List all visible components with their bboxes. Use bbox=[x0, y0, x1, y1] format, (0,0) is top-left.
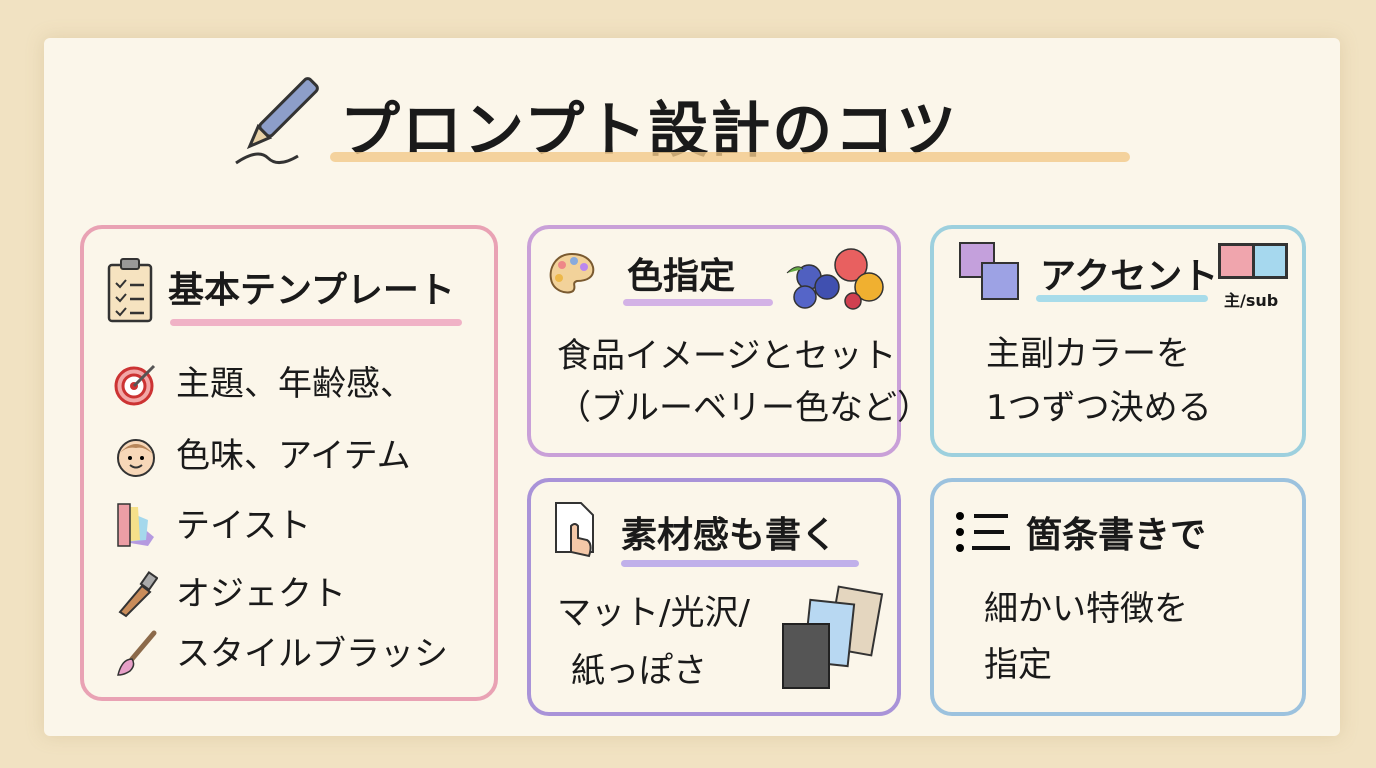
card-heading: アクセント bbox=[1040, 256, 1219, 297]
card-bullets: 箇条書きで 細かい特徴を 指定 bbox=[930, 478, 1306, 716]
overlapping-squares-icon bbox=[959, 242, 1019, 300]
card-text: マット/光沢/ bbox=[557, 593, 750, 633]
heading-underline bbox=[621, 560, 859, 567]
card-text: 細かい特徴を bbox=[984, 589, 1188, 629]
swatch-label: 主/sub bbox=[1224, 291, 1279, 310]
card-text: 1つずつ決める bbox=[986, 388, 1212, 428]
paintbrush-icon bbox=[117, 630, 157, 676]
face-icon bbox=[117, 439, 155, 477]
card-text: 食品イメージとセット bbox=[557, 336, 897, 376]
main-sub-swatch bbox=[1218, 243, 1288, 279]
card-heading: 基本テンプレート bbox=[168, 270, 455, 311]
target-icon bbox=[114, 364, 156, 406]
list-item: スタイルブラッシ bbox=[114, 627, 448, 681]
card-heading: 箇条書きで bbox=[1026, 515, 1207, 556]
card-accent: アクセント 主/sub 主副カラーを 1つずつ決める bbox=[930, 225, 1306, 457]
list-item: オジェクト bbox=[114, 567, 346, 621]
card-text: 指定 bbox=[984, 645, 1052, 685]
card-heading: 素材感も書く bbox=[621, 515, 838, 556]
stamp-tool-icon bbox=[118, 571, 158, 618]
card-text: 主副カラーを bbox=[986, 334, 1190, 374]
palette-icon bbox=[549, 252, 595, 294]
bullet-list-icon bbox=[956, 512, 1010, 552]
card-text: （ブルーベリー色など） bbox=[557, 388, 931, 428]
card-text: 紙っぽさ bbox=[571, 651, 707, 691]
touch-document-icon bbox=[555, 502, 594, 558]
heading-underline bbox=[1036, 295, 1208, 302]
title-underline bbox=[330, 152, 1130, 162]
main-color-swatch bbox=[1221, 246, 1255, 276]
card-basic-template: 基本テンプレート 主題、年齢感、 色味、アイテム テイスト オジェクト スタイル… bbox=[80, 225, 498, 701]
list-item: 主題、年齢感、 bbox=[114, 357, 414, 411]
clipboard-icon bbox=[107, 258, 153, 323]
list-item: 色味、アイテム bbox=[114, 429, 411, 483]
pen-icon bbox=[235, 77, 319, 165]
card-material: 素材感も書く マット/光沢/ 紙っぽさ bbox=[527, 478, 901, 716]
material-samples-icon bbox=[782, 585, 884, 689]
heading-underline bbox=[170, 319, 462, 326]
card-heading: 色指定 bbox=[627, 256, 736, 297]
sub-color-swatch bbox=[1254, 246, 1285, 276]
heading-underline bbox=[623, 299, 773, 306]
list-item: テイスト bbox=[114, 499, 311, 553]
fruits-icon bbox=[786, 248, 884, 310]
color-swatch-fan-icon bbox=[117, 503, 154, 547]
card-color: 色指定 食品イメージとセット （ブルーベリー色など） bbox=[527, 225, 931, 457]
